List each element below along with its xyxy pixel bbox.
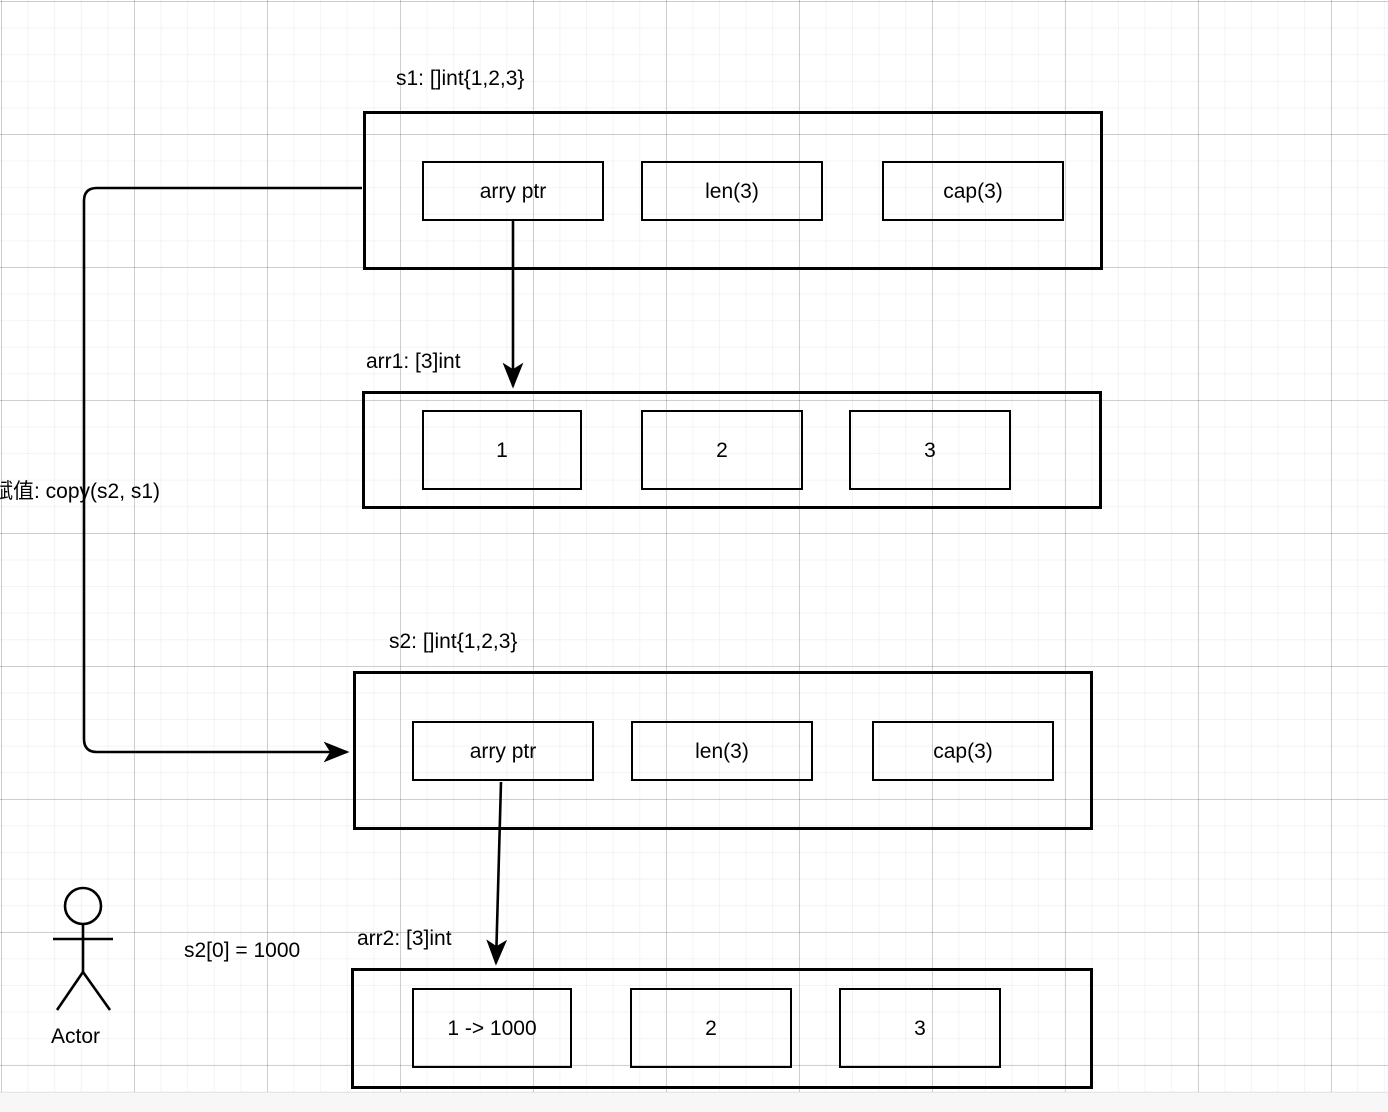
arr2-element-2: 3 [839,988,1001,1068]
s2-cap-label: cap(3) [933,739,993,763]
arr1-array-box [362,391,1102,509]
s1-title-label: s1: []int{1,2,3} [396,67,525,90]
actor-label: Actor [51,1025,101,1048]
arr1-element-0-value: 1 [496,438,508,462]
actor-right-leg-line [81,971,112,1011]
s1-arry-ptr-label: arry ptr [479,179,547,203]
arr2-element-1: 2 [630,988,792,1068]
arr2-element-0-value: 1 -> 1000 [447,1016,537,1040]
s1-arry-ptr-field: arry ptr [422,161,604,221]
s1-cap-field: cap(3) [882,161,1064,221]
s1-cap-label: cap(3) [943,179,1003,203]
s2-len-label: len(3) [695,739,749,763]
arr2-element-0: 1 -> 1000 [412,988,572,1068]
actor-figure [53,886,113,1011]
arr1-title-label: arr1: [3]int [366,350,461,373]
copy-s1-to-s2-arrow [82,186,362,763]
arr2-title-label: arr2: [3]int [357,927,452,950]
arr2-array-box [351,968,1093,1089]
actor-head-icon [63,886,103,926]
arr1-element-2: 3 [849,410,1011,490]
s1-slice-box [363,111,1103,270]
s2-len-field: len(3) [631,721,813,781]
s1-len-field: len(3) [641,161,823,221]
s2-arry-ptr-field: arry ptr [412,721,594,781]
arr1-element-1-value: 2 [716,438,728,462]
arr1-element-2-value: 3 [924,438,936,462]
arr1-element-1: 2 [641,410,803,490]
assign-note-label: s2[0] = 1000 [184,939,301,962]
arr2-element-2-value: 3 [914,1016,926,1040]
s2-arry-ptr-label: arry ptr [469,739,537,763]
s2-title-label: s2: []int{1,2,3} [389,630,518,653]
arr1-element-0: 1 [422,410,582,490]
footer-strip [0,1092,1388,1112]
actor-left-leg-line [55,971,85,1011]
arr2-element-1-value: 2 [705,1016,717,1040]
s1-len-label: len(3) [705,179,759,203]
s2-cap-field: cap(3) [872,721,1054,781]
copy-edge-label: 赋值: copy(s2, s1) [0,480,161,503]
